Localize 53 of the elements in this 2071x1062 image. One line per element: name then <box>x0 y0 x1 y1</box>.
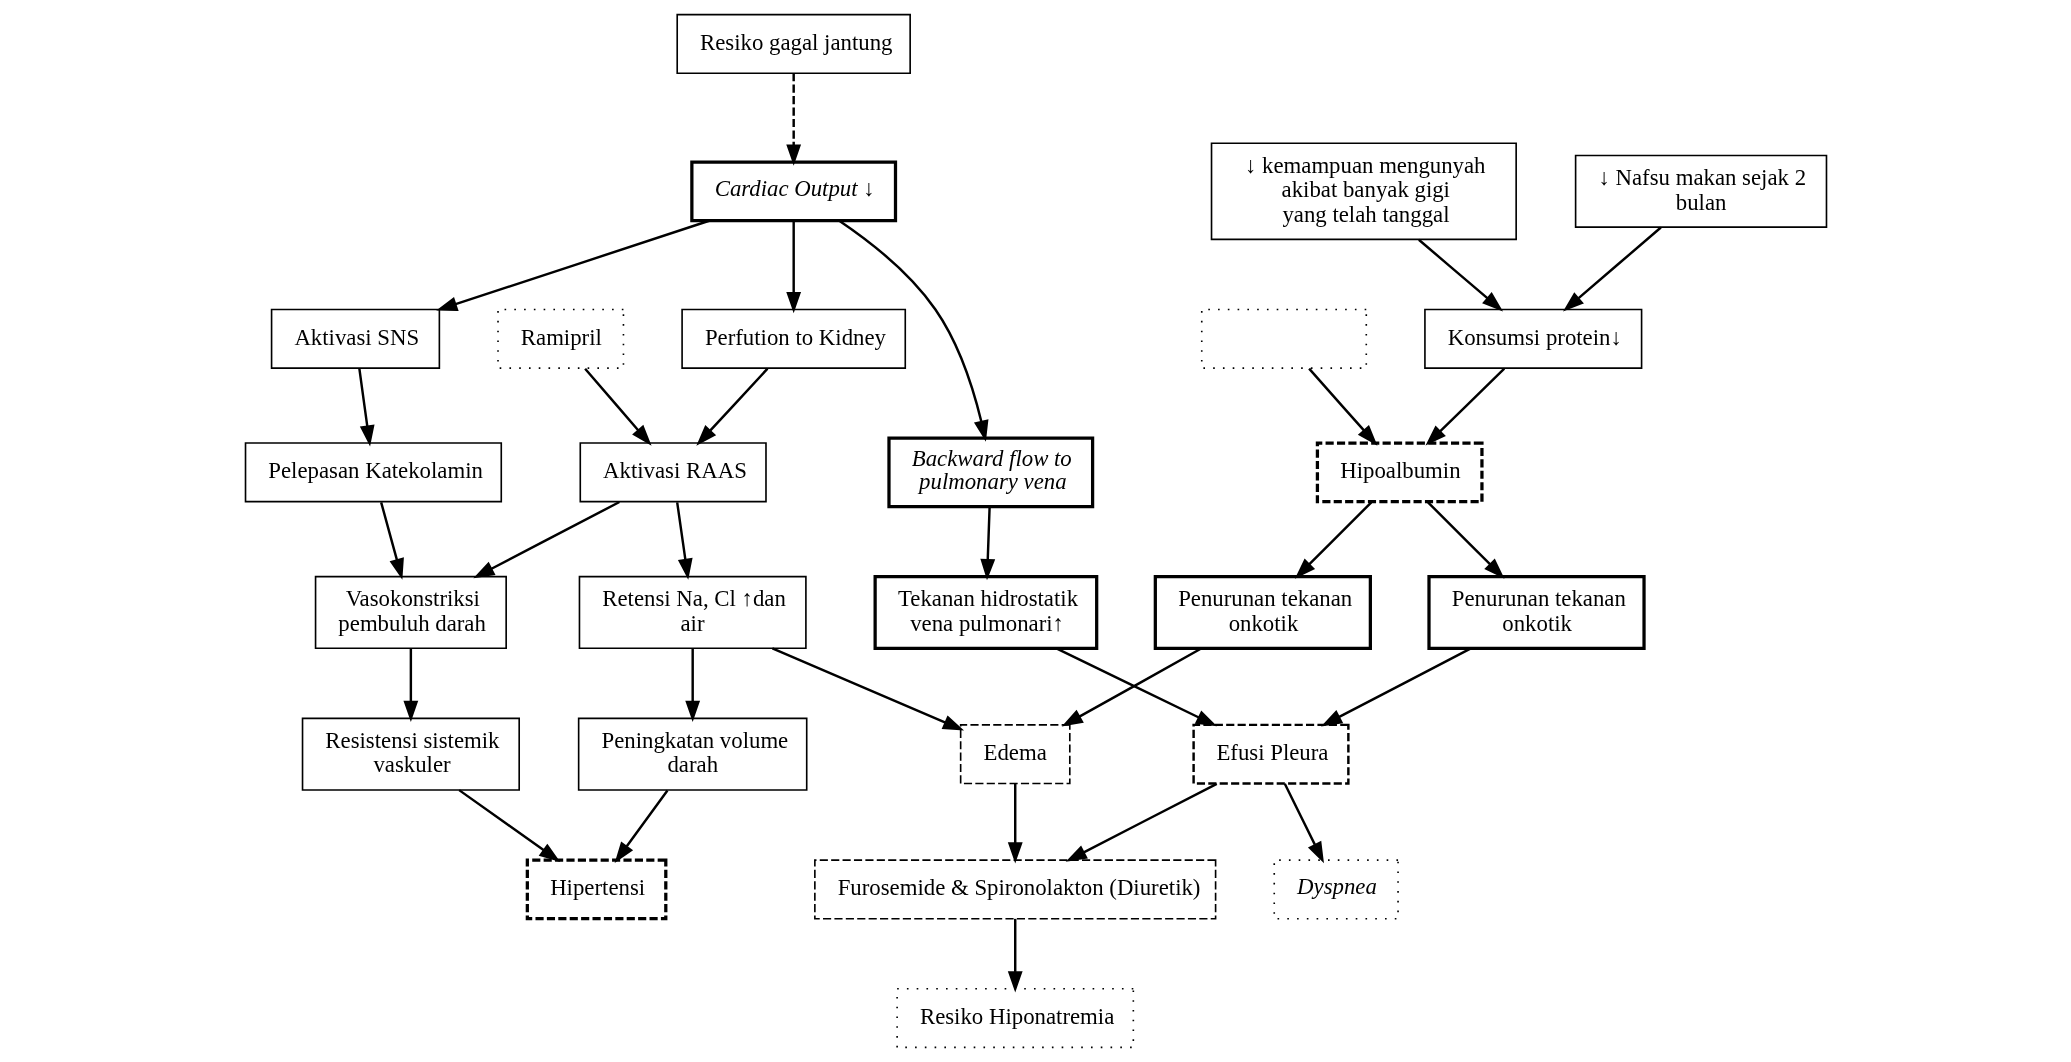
node-box: Resiko gagal jantung <box>675 13 911 75</box>
arrow <box>1426 501 1504 579</box>
arrow <box>684 648 700 722</box>
node-box: Resiko Hiponatremia <box>895 987 1134 1049</box>
arrow <box>1065 782 1217 862</box>
arrow <box>1425 367 1505 446</box>
node-box: Vasokonstriksi pembuluh darah <box>314 575 507 650</box>
arrow <box>1007 918 1023 993</box>
node-box <box>1200 308 1367 369</box>
arrow <box>402 648 418 722</box>
node-box: Efusi Pleura <box>1191 723 1350 785</box>
arrow <box>435 219 710 311</box>
node-box: Furosemide & Spironolakton (Diuretik) <box>813 859 1216 920</box>
node-box: ↓ kemampuan mengunyah akibat banyak gigi yang telah tanggal <box>1210 142 1517 241</box>
arrow <box>1294 501 1372 579</box>
node-box: Penurunan tekanan onkotik <box>1426 575 1646 650</box>
arrow <box>457 789 560 862</box>
node-box: Aktivasi RAAS <box>578 442 767 503</box>
arrow <box>675 502 693 580</box>
arrow <box>695 367 768 446</box>
node-box: Hipoalbumin <box>1315 441 1484 504</box>
node-box: Dyspnea <box>1272 859 1399 920</box>
node-box: Perfution to Kidney <box>680 308 906 369</box>
arrow <box>357 368 375 447</box>
node-box: Resistensi sistemik vaskuler <box>301 717 520 791</box>
arrow <box>979 507 995 581</box>
arrow <box>1283 783 1324 864</box>
node-box: Ramipril <box>496 308 624 369</box>
arrow <box>472 500 620 579</box>
node-box: Cardiac Output ↓ <box>689 160 897 223</box>
node-box: Aktivasi SNS <box>270 308 440 369</box>
arrow <box>614 789 668 863</box>
node-box: Hipertensi <box>525 858 667 921</box>
arrow <box>1562 226 1662 312</box>
arrow <box>583 367 652 446</box>
node-box: Pelepasan Katekolamin <box>244 442 502 503</box>
node-box: Penurunan tekanan onkotik <box>1153 575 1372 650</box>
arrow <box>1007 783 1023 864</box>
arrow <box>1417 238 1503 312</box>
arrow <box>838 219 988 442</box>
arrow <box>379 502 404 580</box>
node-box: Backward flow to pulmonary vena <box>886 436 1094 509</box>
node-box: Edema <box>959 724 1071 785</box>
node-box: Tekanan hidrostatik vena pulmonari↑ <box>873 575 1098 650</box>
arrow <box>785 73 801 166</box>
node-box: Retensi Na, Cl ↑dan air <box>578 575 807 650</box>
arrow <box>1307 367 1377 446</box>
node-box: ↓ Nafsu makan sejak 2 bulan <box>1574 154 1827 228</box>
arrow <box>785 220 801 314</box>
node-box: Konsumsi protein↓ <box>1423 308 1642 369</box>
arrow <box>771 647 964 731</box>
node-box: Peningkatan volume darah <box>577 717 808 791</box>
arrow <box>1320 647 1471 727</box>
